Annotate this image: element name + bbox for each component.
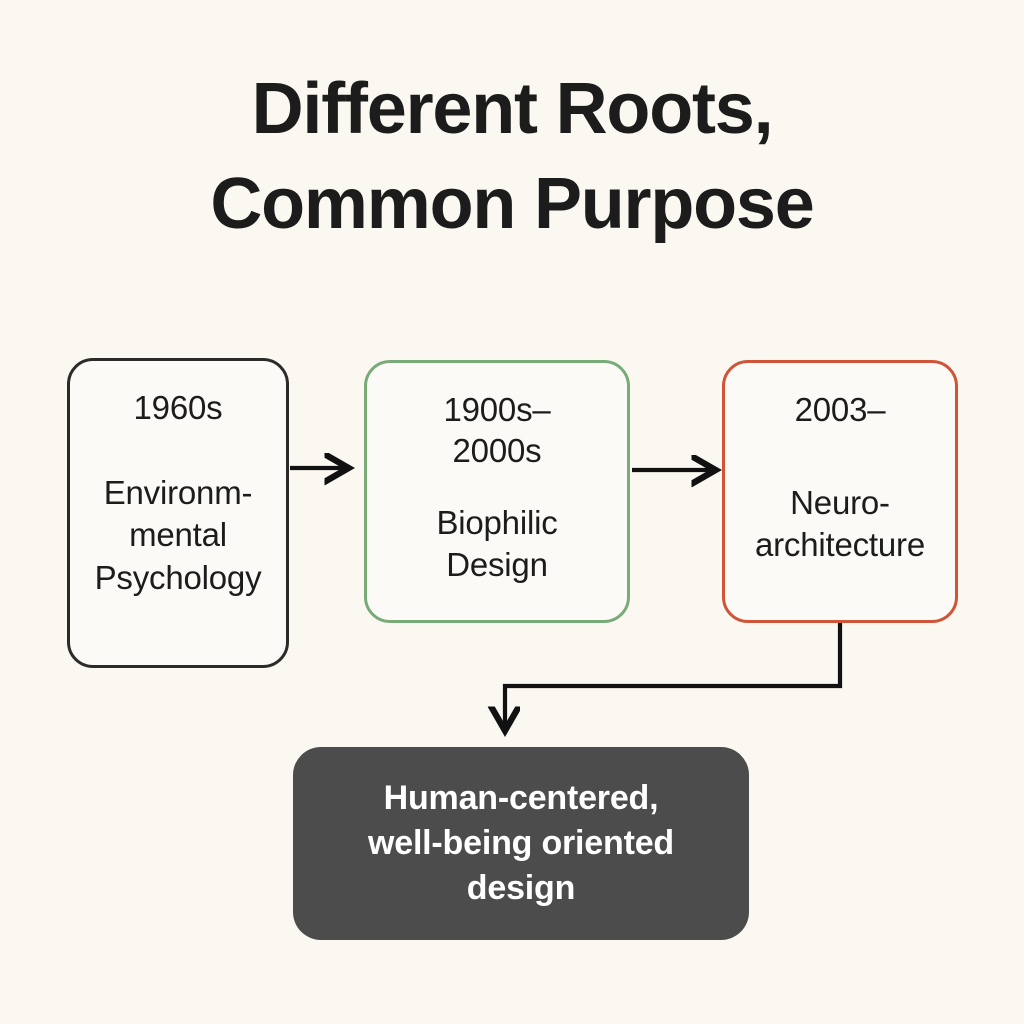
- stage-name-label: Neuro- architecture: [754, 484, 925, 564]
- outcome-box[interactable]: Human-centered, well-being oriented desi…: [293, 747, 749, 940]
- stage-name-label: Biophilic Design: [436, 503, 558, 583]
- stage-box-neuroarchitecture[interactable]: 2003– Neuro- architecture: [722, 360, 958, 623]
- connector-stage3-outcome: [505, 621, 843, 729]
- stage-name-label: Environm- mental Psychology: [94, 474, 262, 596]
- stage-era-label: 2003–: [794, 391, 886, 428]
- outcome-label: Human-centered, well-being oriented desi…: [367, 778, 674, 908]
- page-title: Different Roots, Common Purpose: [210, 69, 814, 245]
- stage-box-environmental-psychology[interactable]: 1960s Environm- mental Psychology: [67, 358, 289, 668]
- stage-era-label: 1960s: [133, 389, 223, 426]
- stage-era-label: 1900s– 2000s: [443, 391, 551, 470]
- stage-box-biophilic-design[interactable]: 1900s– 2000s Biophilic Design: [364, 360, 630, 623]
